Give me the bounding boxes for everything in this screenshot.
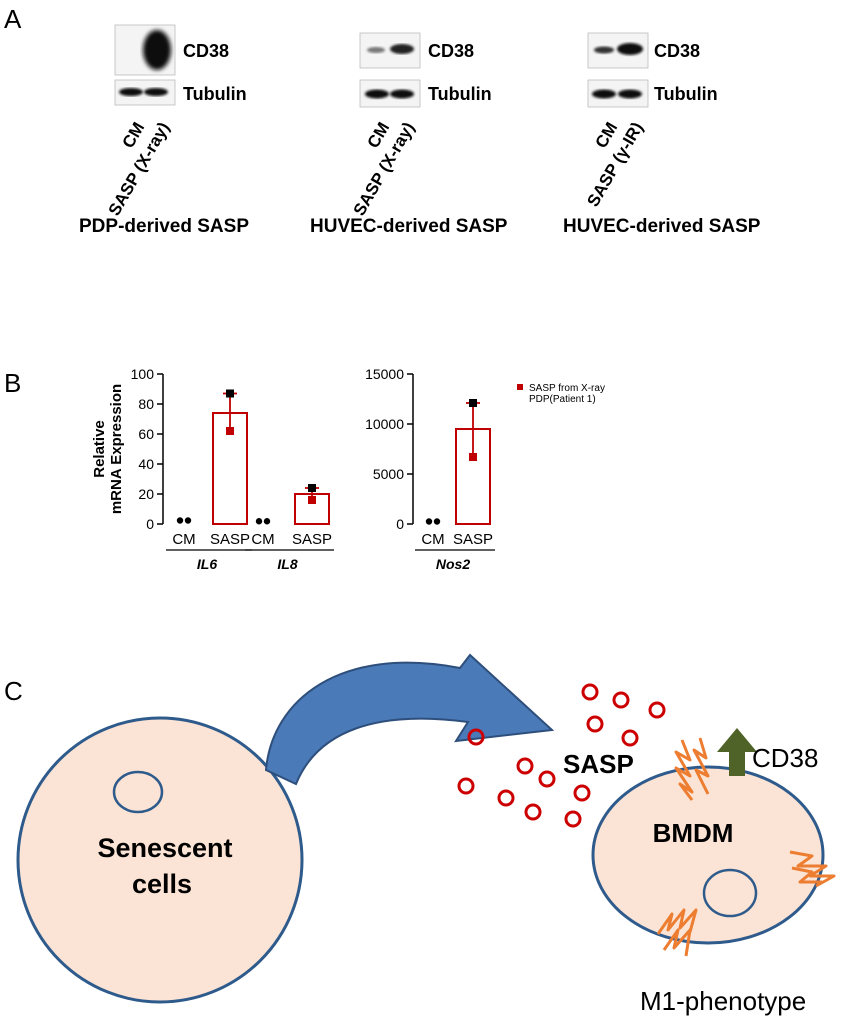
bmdm-nucleus bbox=[702, 868, 758, 918]
panel-b-label: B bbox=[4, 368, 22, 398]
senescent-label-line1: Senescent bbox=[97, 833, 232, 863]
x-tick-label: SASP bbox=[453, 531, 493, 548]
blot3-cd38-band-cm bbox=[594, 46, 614, 54]
y-tick-label: 5000 bbox=[373, 466, 404, 482]
blot2-cd38-band-sasp bbox=[390, 44, 414, 54]
blot2-cd38-band-cm bbox=[367, 47, 385, 53]
legend-text-line2: PDP(Patient 1) bbox=[529, 394, 596, 405]
bmdm-label: BMDM bbox=[653, 818, 734, 848]
y-tick-label: 0 bbox=[396, 516, 404, 532]
blot1-band2-label: Tubulin bbox=[183, 84, 247, 104]
blot1-band1-label: CD38 bbox=[183, 41, 230, 61]
blot2-tubulin-band-cm bbox=[365, 89, 389, 99]
panel-a-label: A bbox=[4, 4, 22, 34]
y-axis-label-line1: Relative bbox=[91, 420, 108, 478]
cd38-diagram-label: CD38 bbox=[752, 743, 818, 773]
m1-phenotype-label: M1-phenotype bbox=[640, 986, 806, 1016]
data-point bbox=[263, 518, 271, 525]
y-tick-label: 40 bbox=[138, 456, 154, 472]
blot3-tubulin-band-cm bbox=[592, 89, 616, 99]
cd38-receptors bbox=[656, 737, 836, 957]
y-axis-label-line2: mRNA Expression bbox=[108, 384, 125, 514]
blot1-tubulin-band-sasp bbox=[144, 88, 168, 96]
panel-c-label: C bbox=[4, 676, 23, 706]
legend-text-line1: SASP from X-ray bbox=[529, 383, 605, 394]
y-tick-label: 80 bbox=[138, 396, 154, 412]
senescent-cell bbox=[16, 716, 304, 1004]
data-point bbox=[226, 427, 234, 435]
x-tick-label: CM bbox=[421, 531, 444, 548]
data-point bbox=[469, 399, 477, 407]
blot1-title: PDP-derived SASP bbox=[79, 216, 249, 237]
blot1-tubulin-band-cm bbox=[119, 88, 143, 96]
sasp-label: SASP bbox=[563, 749, 634, 779]
y-tick-label: 60 bbox=[138, 426, 154, 442]
y-tick-label: 0 bbox=[146, 516, 154, 532]
blot2-band1-label: CD38 bbox=[428, 41, 475, 61]
y-tick-label: 100 bbox=[131, 366, 155, 382]
y-tick-label: 10000 bbox=[365, 416, 404, 432]
western-blot-images bbox=[114, 24, 649, 108]
x-tick-label: SASP bbox=[210, 531, 250, 548]
y-tick-label: 20 bbox=[138, 486, 154, 502]
data-point bbox=[433, 518, 441, 525]
gene-label-IL8: IL8 bbox=[277, 556, 297, 572]
blot3-band2-label: Tubulin bbox=[654, 84, 718, 104]
data-point bbox=[308, 484, 316, 492]
senescent-label-line2: cells bbox=[132, 869, 192, 899]
blot2-tubulin-band-sasp bbox=[390, 89, 414, 99]
data-point bbox=[226, 389, 234, 398]
blot2-band2-label: Tubulin bbox=[428, 84, 492, 104]
blot3-cd38-band-sasp bbox=[617, 43, 643, 55]
blot3-title: HUVEC-derived SASP bbox=[563, 216, 761, 237]
data-point bbox=[308, 496, 316, 504]
gene-label-IL6: IL6 bbox=[197, 556, 217, 572]
blot3-band1-label: CD38 bbox=[654, 41, 701, 61]
gene-label-Nos2: Nos2 bbox=[436, 556, 470, 572]
x-tick-label: CM bbox=[251, 531, 274, 548]
blot2-title: HUVEC-derived SASP bbox=[310, 216, 508, 237]
data-point bbox=[255, 518, 263, 525]
data-point bbox=[425, 518, 433, 525]
mechanism-diagram: Senescent cells SASP BMDM CD38 M1-phenot… bbox=[16, 653, 836, 1016]
legend-marker bbox=[517, 384, 523, 390]
blot1-cd38-band-sasp bbox=[143, 30, 171, 70]
blot3-tubulin-band-sasp bbox=[618, 89, 642, 99]
upregulation-arrow bbox=[717, 728, 757, 776]
data-point bbox=[469, 453, 477, 461]
data-point bbox=[176, 517, 184, 524]
senescent-nucleus bbox=[112, 770, 164, 814]
curved-arrow bbox=[264, 653, 555, 786]
y-tick-label: 15000 bbox=[365, 366, 404, 382]
sasp-factors bbox=[457, 683, 666, 828]
bmdm-cell bbox=[591, 765, 825, 945]
x-tick-label: SASP bbox=[292, 531, 332, 548]
data-point bbox=[184, 517, 192, 524]
x-tick-label: CM bbox=[172, 531, 195, 548]
